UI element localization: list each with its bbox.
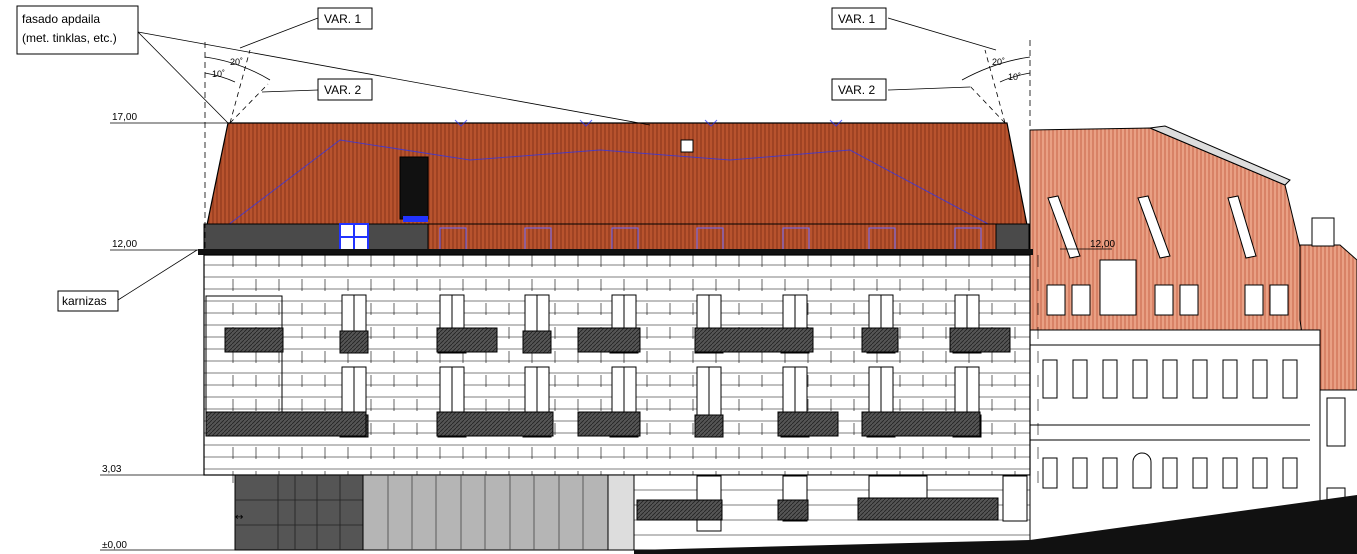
facade-balcony bbox=[205, 411, 367, 437]
facade-balcony bbox=[861, 411, 981, 437]
window-railing bbox=[694, 414, 724, 438]
facade-balcony bbox=[436, 327, 498, 353]
neighbor-building: 12,00 bbox=[1029, 125, 1357, 546]
facade-balcony bbox=[224, 327, 284, 353]
level-top: 17,00 bbox=[112, 112, 137, 123]
angle-left-inner: 10˚ bbox=[212, 69, 225, 79]
main-roof bbox=[206, 119, 1028, 226]
level-eave: 12,00 bbox=[112, 239, 137, 250]
var1-right-label: VAR. 1 bbox=[838, 12, 875, 26]
facade-balcony bbox=[436, 411, 554, 437]
main-facade bbox=[203, 254, 1039, 483]
facade-balcony bbox=[694, 327, 814, 353]
facade-balcony bbox=[949, 327, 1011, 353]
eave-band bbox=[198, 223, 1033, 255]
facade-balcony bbox=[577, 411, 641, 437]
angle-right-outer: 20˚ bbox=[992, 57, 1005, 67]
facade-balcony bbox=[861, 327, 899, 353]
svg-text:↔: ↔ bbox=[235, 512, 243, 523]
level-first-floor: 3,03 bbox=[102, 464, 122, 475]
facade-finish-label-line1: fasado apdaila bbox=[22, 12, 100, 26]
level-ground: ±0,00 bbox=[102, 540, 127, 551]
label-boxes bbox=[16, 5, 887, 312]
level-neighbor-eave: 12,00 bbox=[1090, 239, 1115, 250]
annotations bbox=[100, 17, 1031, 551]
facade-balcony bbox=[777, 411, 839, 437]
ground-floor: ↔ bbox=[234, 474, 1357, 554]
var1-left-label: VAR. 1 bbox=[324, 12, 361, 26]
var2-left-label: VAR. 2 bbox=[324, 83, 361, 97]
cornice-label: karnizas bbox=[62, 294, 107, 308]
angle-right-inner: 10˚ bbox=[1008, 72, 1021, 82]
window-railing bbox=[522, 330, 552, 354]
facade-finish-label-line2: (met. tinklas, etc.) bbox=[22, 31, 117, 45]
facade-balcony bbox=[577, 327, 641, 353]
angle-left-outer: 20˚ bbox=[230, 57, 243, 67]
var2-right-label: VAR. 2 bbox=[838, 83, 875, 97]
window-railing bbox=[339, 330, 369, 354]
